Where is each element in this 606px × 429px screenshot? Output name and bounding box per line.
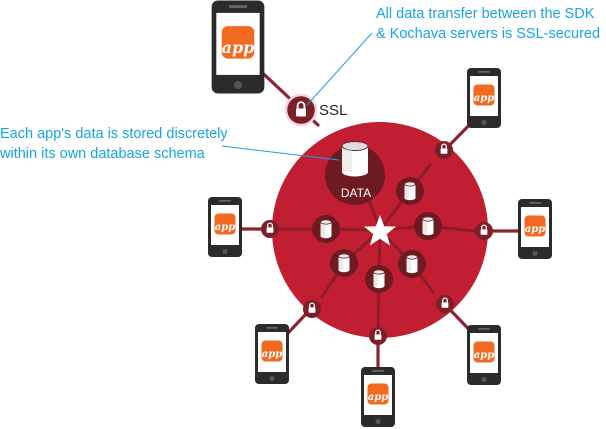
lock-icon <box>302 299 322 319</box>
database-icon <box>329 248 359 278</box>
ssl-annotation-leader <box>306 32 373 106</box>
app-icon-label: app <box>222 38 255 57</box>
ssl-annotation: All data transfer between the SDK & Koch… <box>376 4 600 44</box>
app-icon-label: app <box>368 392 388 403</box>
database-icon <box>395 176 425 206</box>
ssl-label: SSL <box>319 102 348 119</box>
ssl-lock-icon <box>284 93 318 127</box>
app-icon-label: app <box>262 349 282 360</box>
db-annotation-leader <box>221 145 340 161</box>
main-database-icon <box>325 141 385 205</box>
database-icon <box>413 211 443 241</box>
app-icon-label: app <box>525 224 545 235</box>
app-icon-label: app <box>474 350 494 361</box>
app-icon-label: app <box>474 93 494 104</box>
database-icon <box>364 264 394 294</box>
lock-icon <box>260 219 280 239</box>
ssl-annotation-line: & Kochava servers is SSL-secured <box>376 26 601 42</box>
lock-icon <box>474 221 494 241</box>
database-annotation-line: Each app's data is stored discretely <box>0 126 228 142</box>
database-annotation-line: within its own database schema <box>0 146 205 162</box>
lock-icon <box>435 294 455 314</box>
database-icon <box>311 214 341 244</box>
database-icon <box>397 249 427 279</box>
star-icon <box>364 215 396 246</box>
data-label: DATA <box>340 186 372 200</box>
app-icon-label: app <box>215 222 235 233</box>
database-annotation: Each app's data is stored discretely wit… <box>0 124 228 164</box>
ssl-annotation-line: All data transfer between the SDK <box>376 6 595 22</box>
lock-icon <box>434 140 454 160</box>
lock-icon <box>368 326 388 346</box>
